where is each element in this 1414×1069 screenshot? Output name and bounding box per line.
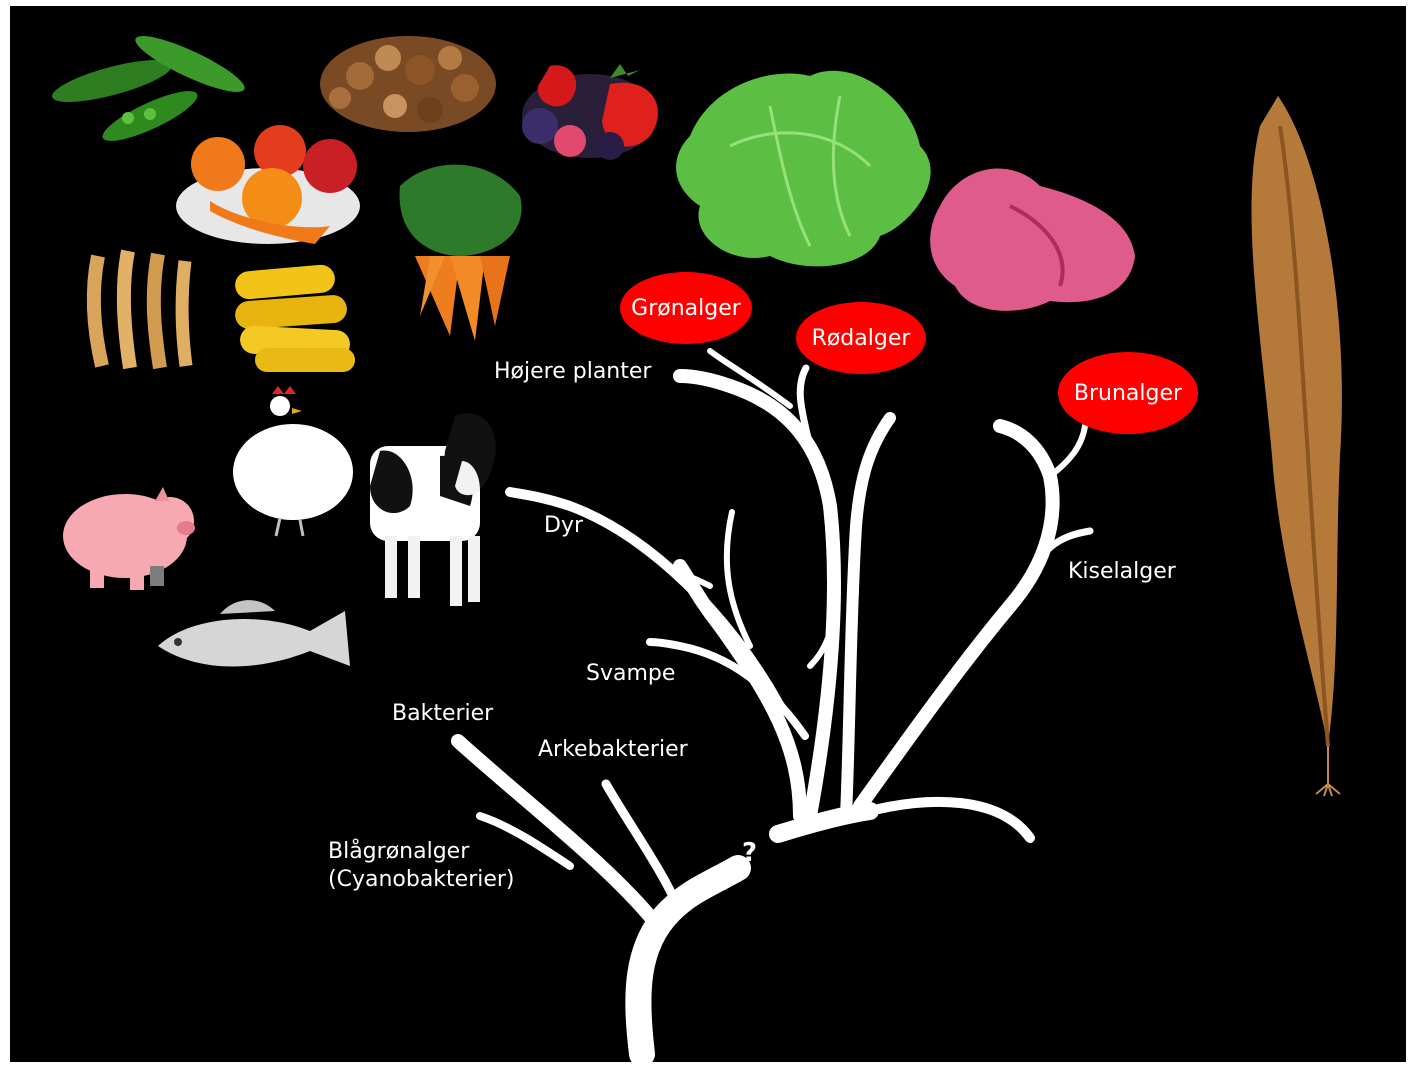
branch-right-bottom [870,802,1030,838]
arkebakterier-label: Arkebakterier [538,736,688,764]
blagronalger-name: Blågrønalger [328,838,515,866]
wheat-ears-picture [94,251,186,368]
red-algae-picture [930,169,1135,311]
dyr-label: Dyr [544,512,583,540]
kiselalger-label: Kiselalger [1068,558,1176,586]
hojere-planter-label: Højere planter [494,358,651,386]
cow-picture [370,413,496,606]
phylogenetic-tree-scene [10,6,1406,1062]
gronalger-label: Grønalger [631,296,741,321]
pig-picture [63,487,195,590]
bean-pods-picture [48,27,249,150]
branch-center-up [846,418,890,816]
rodalger-oval: Rødalger [796,302,926,374]
branch-arkebakterier [606,784,680,911]
diagram-canvas: Grønalger Rødalger Brunalger Højere plan… [10,6,1406,1062]
berries-picture [522,64,658,160]
rodalger-label: Rødalger [812,326,911,351]
cyanobakterier-name: (Cyanobakterier) [328,866,515,894]
brunalger-oval: Brunalger [1058,352,1198,434]
unknown-root-mark: ? [742,838,757,868]
branch-brunalger [1050,426,1085,476]
corn-cobs-picture [234,264,355,372]
brunalger-label: Brunalger [1074,381,1182,406]
brown-kelp-picture [1252,96,1342,796]
carrot-bunch-picture [400,165,522,341]
fish-picture [158,600,350,666]
branch-bakterier [458,741,658,926]
tree-of-life [458,351,1090,1054]
branch-right-fan [860,426,1053,806]
blagronalger-label: Blågrønalger (Cyanobakterier) [328,838,515,893]
green-algae-sheet-picture [676,71,931,267]
mixed-nuts-picture [320,36,496,132]
gronalger-oval: Grønalger [620,272,752,344]
tree-trunk [638,868,738,1054]
svampe-label: Svampe [586,660,675,688]
chicken-picture [233,386,353,536]
branch-main-fan-left [680,566,800,816]
tree-trunk-upper [778,811,870,834]
bakterier-label: Bakterier [392,700,493,728]
apples-and-oranges-picture [176,125,360,244]
